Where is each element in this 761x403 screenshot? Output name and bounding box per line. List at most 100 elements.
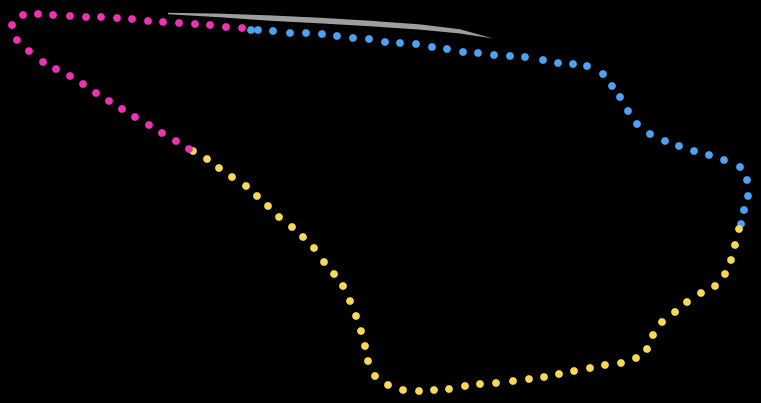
track-dot [253, 192, 261, 200]
track-dot [275, 213, 283, 221]
track-dot [346, 297, 354, 305]
track-dot [599, 70, 607, 78]
track-dot [540, 373, 548, 381]
track-dot [445, 385, 453, 393]
gray-streak [168, 12, 493, 39]
track-dot [320, 258, 328, 266]
track-dot [586, 364, 594, 372]
track-dot [624, 107, 632, 115]
track-dot [428, 43, 436, 51]
track-dot [364, 357, 372, 365]
track-dot [539, 56, 547, 64]
track-dot [286, 29, 294, 37]
track-dot [302, 29, 310, 37]
track-dot [661, 137, 669, 145]
track-dot [158, 129, 166, 137]
track-dot [159, 18, 167, 26]
track-dot [381, 38, 389, 46]
track-dot [357, 327, 365, 335]
track-dot [601, 361, 609, 369]
track-dot [525, 375, 533, 383]
track-dot [583, 62, 591, 70]
track-dot [476, 380, 484, 388]
track-dot [384, 381, 392, 389]
track-dot [82, 13, 90, 21]
track-dot [743, 176, 751, 184]
track-dot [8, 21, 16, 29]
track-dot [490, 51, 498, 59]
track-dot [697, 289, 705, 297]
track-dot [412, 40, 420, 48]
track-dot [175, 19, 183, 27]
track-dot [172, 137, 180, 145]
track-dot [721, 270, 729, 278]
track-dot [509, 377, 517, 385]
track-dot [118, 105, 126, 113]
track-dot [683, 298, 691, 306]
track-dot [554, 59, 562, 67]
track-dot [361, 342, 369, 350]
track-dot [254, 26, 262, 34]
track-dot [145, 121, 153, 129]
track-dot [675, 142, 683, 150]
track-dot [632, 354, 640, 362]
track-dot [731, 241, 739, 249]
track-dot [191, 20, 199, 28]
track-dot [649, 331, 657, 339]
track-dot [349, 34, 357, 42]
track-dot [92, 89, 100, 97]
track-dot [339, 282, 347, 290]
track-dot [735, 225, 743, 233]
track-dot [671, 308, 679, 316]
track-dot [617, 359, 625, 367]
track-dot [52, 65, 60, 73]
track-dot [459, 48, 467, 56]
track-dot [643, 345, 651, 353]
track-dot [371, 372, 379, 380]
track-dot [333, 32, 341, 40]
track-dot [608, 82, 616, 90]
track-dot [330, 270, 338, 278]
track-dot [430, 386, 438, 394]
track-dot [570, 367, 578, 375]
track-dot [49, 11, 57, 19]
track-dot [264, 202, 272, 210]
track-dot [399, 386, 407, 394]
track-dot [744, 192, 752, 200]
track-dot [215, 164, 223, 172]
track-dot [646, 130, 654, 138]
track-dot [66, 12, 74, 20]
track-dot [569, 60, 577, 68]
track-dot [443, 45, 451, 53]
track-dot [238, 24, 246, 32]
track-dot [228, 173, 236, 181]
track-dot [66, 72, 74, 80]
track-dot [299, 233, 307, 241]
track-dot [616, 93, 624, 101]
track-dot [705, 151, 713, 159]
track-dot [79, 80, 87, 88]
track-dot [25, 47, 33, 55]
track-dot [318, 30, 326, 38]
track-dot [711, 282, 719, 290]
track-dot [34, 10, 42, 18]
track-dot [396, 39, 404, 47]
track-dot [131, 113, 139, 121]
blue-segment [247, 26, 752, 228]
track-dot [506, 52, 514, 60]
track-dots-layer [8, 10, 752, 395]
track-dot [365, 35, 373, 43]
track-dot [288, 223, 296, 231]
track-dot [242, 182, 250, 190]
track-dot [222, 23, 230, 31]
track-dot [206, 21, 214, 29]
track-dot [13, 36, 21, 44]
track-dot [690, 147, 698, 155]
track-dot [658, 318, 666, 326]
track-dot [128, 15, 136, 23]
track-dot [461, 382, 469, 390]
track-dot [310, 244, 318, 252]
track-dot [727, 256, 735, 264]
